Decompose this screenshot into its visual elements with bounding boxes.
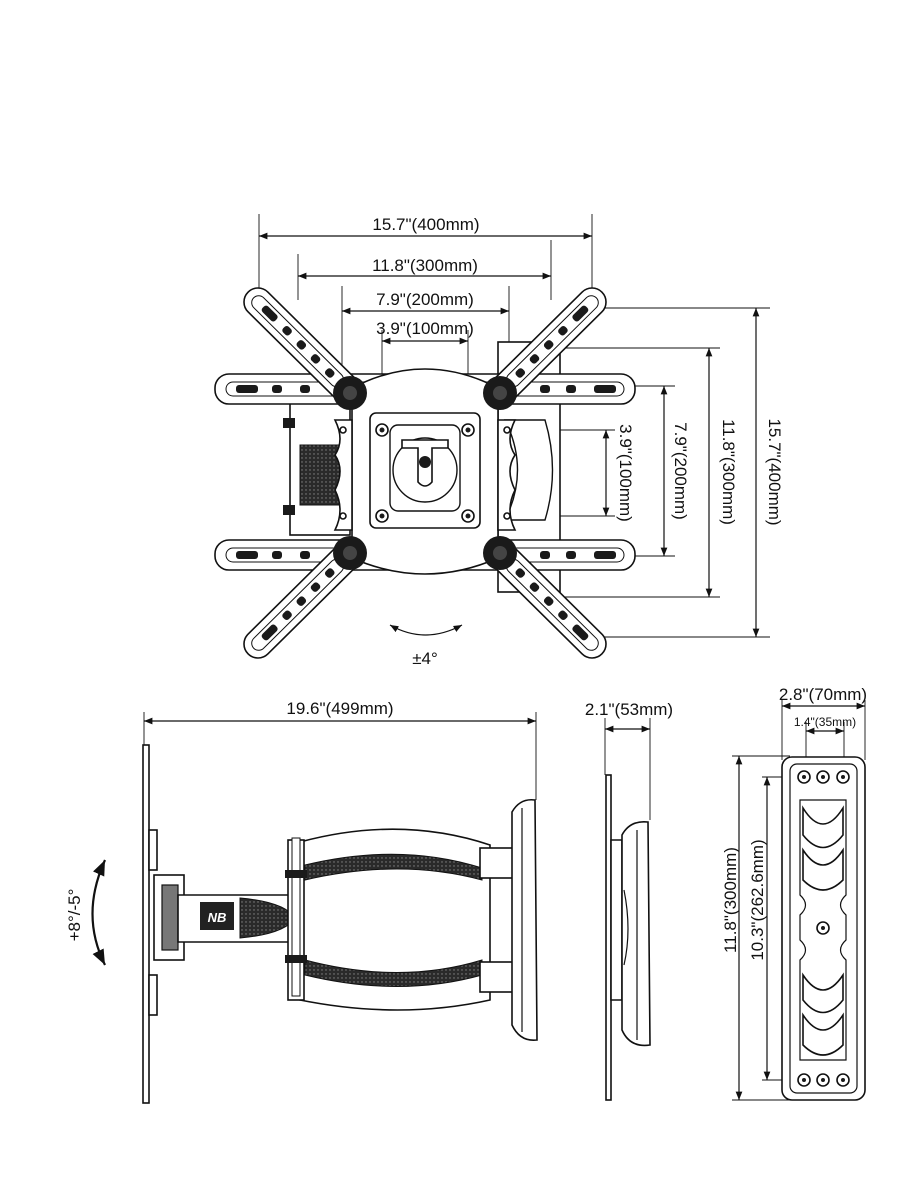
dim-label-depth: 2.1"(53mm) [585,700,673,719]
dim-label-plate-height: 11.8"(300mm) [721,847,740,953]
profile-view: 2.1"(53mm) [585,700,673,1101]
dim-label-hole-height: 10.3"(262.6mm) [748,839,767,960]
dim-label-300mm-height: 11.8"(300mm) [719,419,738,525]
dim-label-300mm-width: 11.8"(300mm) [372,256,478,275]
wall-plate-side [511,798,538,1042]
long-arm [299,828,491,1011]
dim-label-hole-spacing: 1.4"(35mm) [794,715,856,729]
dim-label-100mm-width: 3.9"(100mm) [376,319,474,338]
dim-label-200mm-width: 7.9"(200mm) [376,290,474,309]
dim-label-400mm-height: 15.7"(400mm) [765,418,784,525]
side-view: 19.6"(499mm) NB +8°/-5° [65,699,538,1104]
profile-arm-folded [621,820,651,1047]
dim-label-extension: 19.6"(499mm) [286,699,393,718]
arm-bottom-right [490,543,607,659]
tilt-label: +8°/-5° [65,889,84,942]
dim-label-plate-width: 2.8"(70mm) [779,685,867,704]
wall-plate-holes [797,770,850,1087]
dim-label-100mm-height: 3.9"(100mm) [616,424,635,522]
center-vesa-plate [333,368,517,575]
brand-logo-text: NB [208,910,227,925]
front-view: 15.7"(400mm) 11.8"(300mm) 7.9"(200mm) 3.… [214,214,784,668]
dim-label-400mm-width: 15.7"(400mm) [372,215,479,234]
pivot-hubs [333,376,517,570]
brand-logo [200,902,234,930]
wall-plate-view: 2.8"(70mm) 1.4"(35mm) 11.8"(300mm) 10.3"… [721,685,867,1101]
tv-interface-plate [142,744,150,1104]
tilt-arrow-icon [91,859,107,966]
dim-label-200mm-height: 7.9"(200mm) [671,422,690,520]
rotation-arrow-icon [389,624,463,636]
rotation-label: ±4° [412,649,438,668]
